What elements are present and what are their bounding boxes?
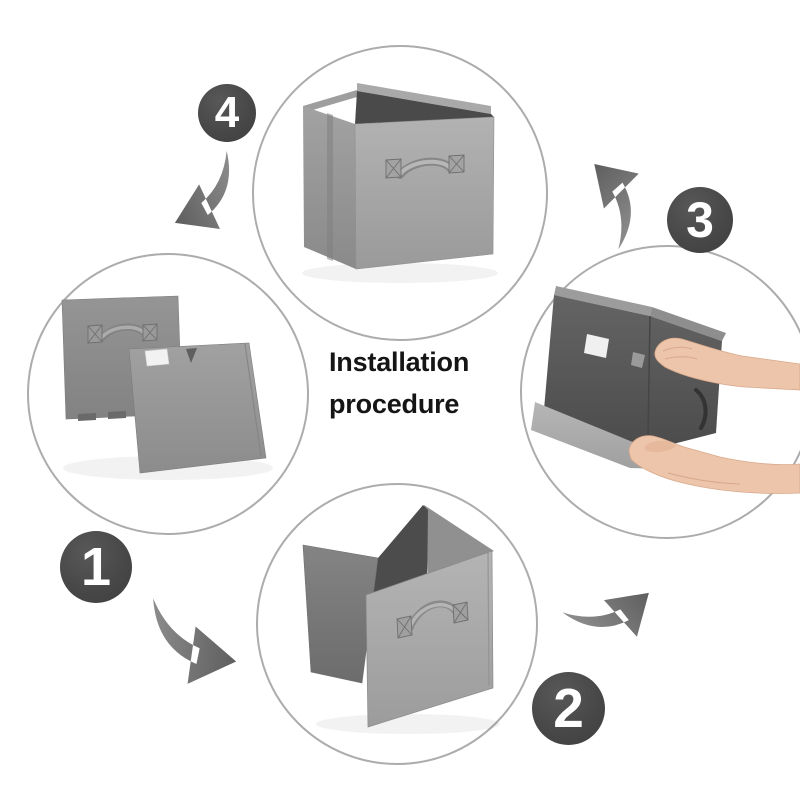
back-panel-slot-1	[78, 413, 96, 421]
cube-back-top-edge	[357, 83, 491, 114]
half-unfolded-box-photo	[302, 505, 500, 734]
back-panel-slot-2	[108, 411, 126, 419]
diagram-title: Installation procedure	[329, 341, 469, 425]
assembled-storage-cube-photo	[302, 83, 498, 283]
front-panel-seam	[244, 343, 262, 457]
step-3-badge: 3	[667, 187, 733, 253]
fold-valley-interior	[366, 505, 428, 595]
step-1-badge: 1	[60, 531, 132, 603]
diagram-title-line2: procedure	[329, 389, 460, 419]
hands	[628, 337, 800, 494]
tray-strap-loop	[694, 388, 708, 430]
front-panel-notch	[186, 348, 197, 363]
panel-stitch-right-x	[142, 323, 158, 342]
unfolded-stitch-left-x	[396, 615, 413, 639]
base-panel-tab	[631, 352, 645, 368]
panel-stitch-left-x	[87, 324, 103, 344]
unfolded-front-panel	[365, 550, 494, 728]
cube-handle	[385, 154, 465, 179]
tray-right-wall-edge	[650, 307, 726, 341]
bottom-hand	[628, 435, 800, 494]
cube-front-face	[354, 116, 495, 270]
front-panel-label	[144, 348, 170, 367]
step-4-badge: 4	[198, 84, 256, 142]
cube-left-top-edge	[303, 90, 357, 112]
unfolded-front-seam	[487, 552, 490, 687]
handle-stitch-left-x	[385, 158, 402, 179]
back-panel-handle	[87, 323, 158, 344]
curved-arrow-up-right-icon	[562, 592, 649, 637]
tray-label	[584, 334, 609, 358]
bottom-hand-thumb	[645, 440, 676, 453]
curved-arrow-right-icon	[153, 598, 237, 684]
rear-left-panel	[302, 544, 379, 684]
front-panel	[128, 342, 267, 474]
unfolded-stitch-right-x	[452, 601, 469, 624]
top-hand-finger-lines	[662, 346, 698, 360]
unfolded-shadow	[316, 714, 500, 734]
rear-right-panel	[424, 505, 494, 576]
panel-handle-strap-highlight	[99, 325, 145, 340]
unfolded-handle	[396, 600, 469, 639]
bottom-hand-finger-lines	[667, 472, 741, 485]
unfolded-handle-strap-highlight	[408, 602, 457, 629]
handle-strap-highlight	[398, 159, 452, 176]
top-hand	[654, 337, 800, 391]
cube-shadow	[302, 263, 498, 283]
step-2-badge: 2	[532, 672, 605, 745]
handle-stitch-right-x	[448, 154, 465, 174]
tray-left-wall-edge	[554, 286, 652, 316]
diagram-title-line1: Installation	[329, 347, 470, 377]
curved-arrow-down-left-icon	[174, 150, 230, 230]
curved-arrow-up-left-icon	[594, 163, 639, 250]
flat-folded-panels-photo	[61, 295, 273, 480]
tray-corner-fold	[647, 315, 651, 441]
hands-inserting-base-panel-photo	[531, 286, 800, 494]
cube-interior	[355, 91, 494, 124]
cube-side-seam	[327, 113, 333, 261]
